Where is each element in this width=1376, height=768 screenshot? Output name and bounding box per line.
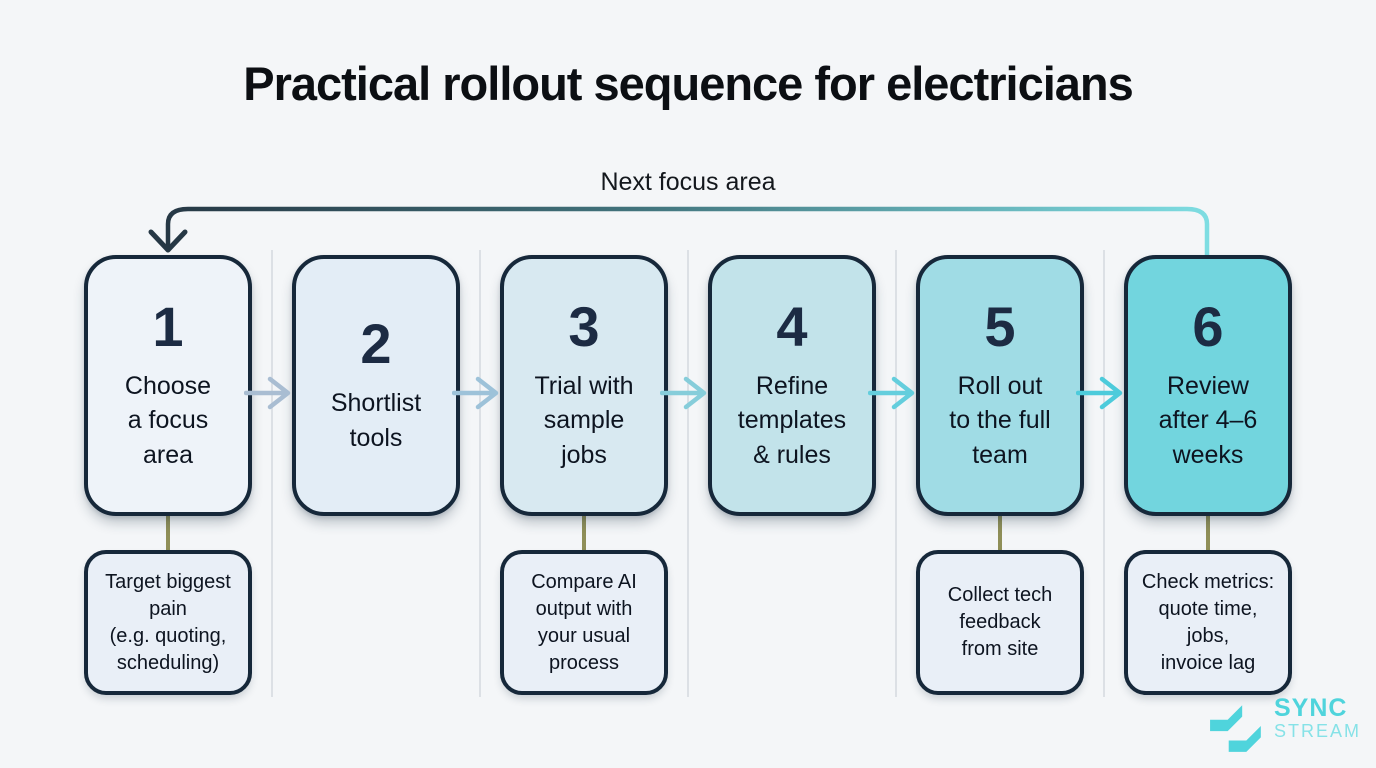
flow-arrow-icon bbox=[452, 376, 499, 410]
step-box-1: 1 Choose a focus area bbox=[84, 255, 252, 516]
step-number: 1 bbox=[152, 294, 184, 358]
step-number: 6 bbox=[1192, 294, 1224, 358]
step-column-5: 5 Roll out to the full team Collect tech… bbox=[916, 0, 1084, 768]
syncstream-logo-icon bbox=[1210, 705, 1261, 752]
step-box-4: 4 Refine templates & rules bbox=[708, 255, 876, 516]
note-text: Check metrics: quote time, jobs, invoice… bbox=[1141, 570, 1275, 674]
note-text: Compare AI output with your usual proces… bbox=[531, 570, 637, 674]
note-box-3: Compare AI output with your usual proces… bbox=[500, 550, 668, 695]
loop-arrow-line bbox=[165, 206, 1210, 258]
step-column-1: 1 Choose a focus area Target biggest pai… bbox=[84, 0, 252, 768]
note-box-6: Check metrics: quote time, jobs, invoice… bbox=[1124, 550, 1292, 695]
step-number: 5 bbox=[984, 294, 1016, 358]
step-box-5: 5 Roll out to the full team bbox=[916, 255, 1084, 516]
column-divider bbox=[479, 250, 481, 697]
step-box-3: 3 Trial with sample jobs bbox=[500, 255, 668, 516]
step-box-2: 2 Shortlist tools bbox=[292, 255, 460, 516]
note-text: Target biggest pain (e.g. quoting, sched… bbox=[105, 570, 231, 674]
flow-arrow-icon bbox=[1076, 376, 1123, 410]
column-divider bbox=[1103, 250, 1105, 697]
step-column-2: 2 Shortlist tools bbox=[292, 0, 460, 768]
logo-subname: STREAM bbox=[1274, 721, 1362, 742]
note-box-5: Collect tech feedback from site bbox=[916, 550, 1084, 695]
step-label: Roll out to the full team bbox=[949, 371, 1051, 469]
flow-arrow-icon bbox=[660, 376, 707, 410]
step-column-3: 3 Trial with sample jobs Compare AI outp… bbox=[500, 0, 668, 768]
syncstream-logo: SYNC STREAM bbox=[1208, 695, 1361, 755]
step-number: 3 bbox=[568, 294, 600, 358]
loop-arrowhead-icon bbox=[148, 229, 188, 253]
connector-line bbox=[998, 514, 1002, 552]
step-label: Choose a focus area bbox=[124, 371, 212, 469]
column-divider bbox=[895, 250, 897, 697]
step-label: Refine templates & rules bbox=[737, 371, 847, 469]
loop-label: Next focus area bbox=[600, 168, 776, 196]
page-title: Practical rollout sequence for electrici… bbox=[243, 57, 1134, 110]
step-number: 4 bbox=[776, 294, 808, 358]
step-number: 2 bbox=[360, 312, 392, 375]
step-column-6: 6 Review after 4–6 weeks Check metrics: … bbox=[1124, 0, 1292, 768]
step-box-6: 6 Review after 4–6 weeks bbox=[1124, 255, 1292, 516]
note-box-1: Target biggest pain (e.g. quoting, sched… bbox=[84, 550, 252, 695]
loop-arrow bbox=[148, 206, 1210, 258]
connector-line bbox=[582, 514, 586, 552]
step-label: Review after 4–6 weeks bbox=[1158, 371, 1258, 469]
column-divider bbox=[687, 250, 689, 697]
connector-line bbox=[166, 514, 170, 552]
flow-arrow-icon bbox=[868, 376, 915, 410]
step-column-4: 4 Refine templates & rules bbox=[708, 0, 876, 768]
logo-name: SYNC bbox=[1274, 694, 1348, 722]
step-label: Shortlist tools bbox=[330, 389, 422, 452]
step-label: Trial with sample jobs bbox=[534, 371, 634, 469]
flow-arrow-icon bbox=[244, 376, 291, 410]
connector-line bbox=[1206, 514, 1210, 552]
column-divider bbox=[271, 250, 273, 697]
note-text: Collect tech feedback from site bbox=[947, 584, 1053, 660]
